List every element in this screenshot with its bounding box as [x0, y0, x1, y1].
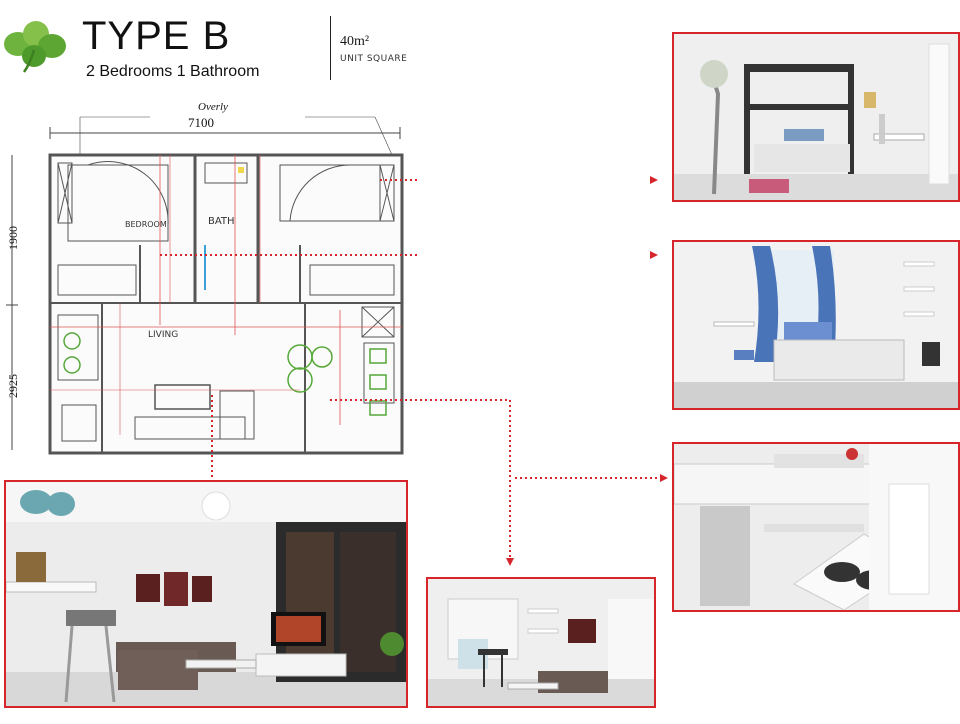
dim-left-lower: 2925	[6, 374, 20, 398]
clover-logo-icon	[0, 14, 72, 74]
floor-plan	[0, 95, 650, 475]
dim-left-upper: 1900	[6, 226, 20, 250]
room-label-bedroom: BEDROOM	[125, 220, 167, 229]
photo-kitchen	[672, 442, 960, 612]
page-subtitle: 2 Bedrooms 1 Bathroom	[86, 63, 260, 80]
area-value: 40m²	[340, 34, 370, 49]
room-label-bath: BATH	[208, 216, 235, 227]
header-divider	[330, 16, 331, 80]
area-caption: UNIT SQUARE	[340, 54, 408, 64]
dim-top-small: Overly	[198, 101, 228, 113]
photo-bedroom-curtain	[672, 240, 960, 410]
page-title: TYPE B	[82, 14, 231, 58]
photo-living-small	[426, 577, 656, 708]
photo-living-room	[4, 480, 408, 708]
room-label-living: LIVING	[148, 330, 179, 340]
photo-loft-bedroom	[672, 32, 960, 202]
dim-width: 7100	[188, 115, 214, 130]
